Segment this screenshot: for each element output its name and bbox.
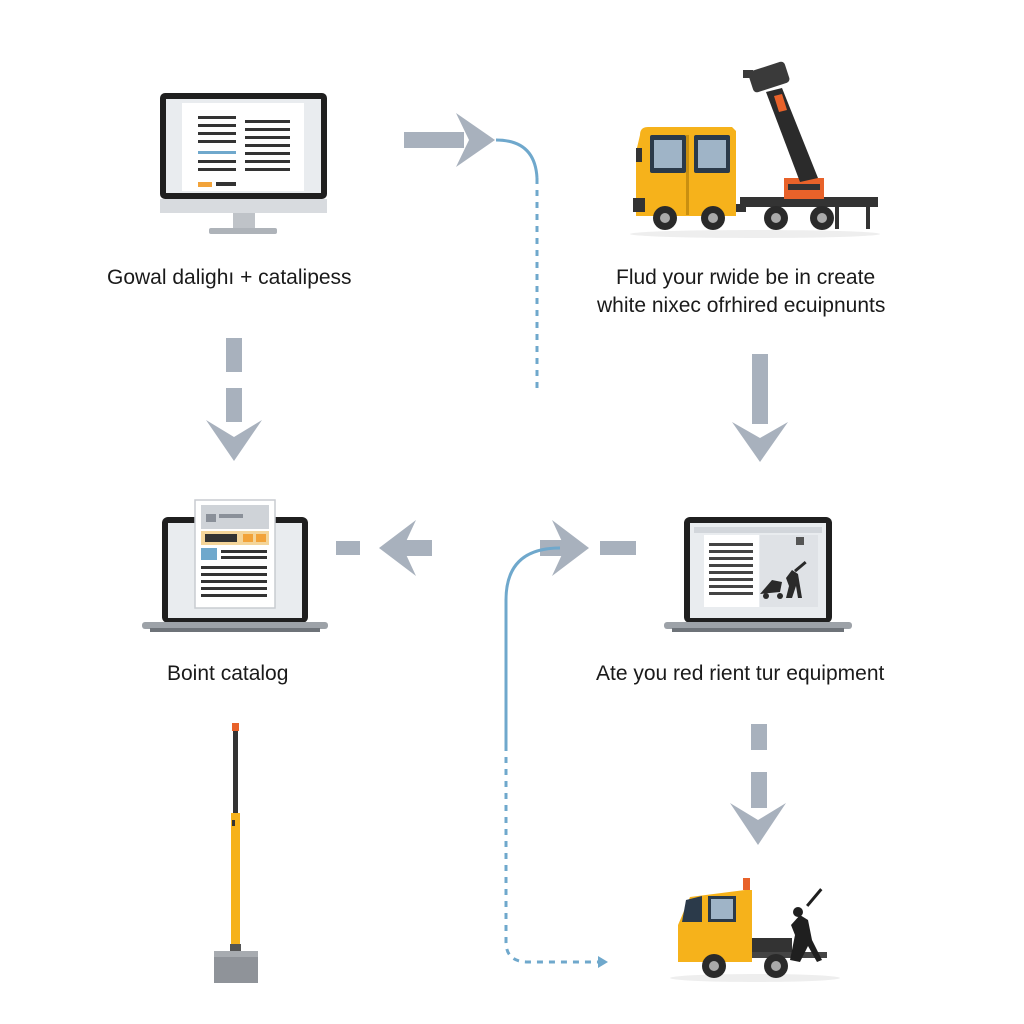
- desktop-monitor-icon: [160, 93, 327, 234]
- arrow-down-left: [206, 338, 262, 461]
- step-desktop-catalog-label: Gowal dalighı + catalipess: [107, 266, 352, 289]
- connector-bottom: [504, 546, 602, 964]
- crane-truck-icon: [630, 61, 880, 238]
- arrow-right-middle: [540, 520, 636, 576]
- step-laptop-catalog-label: Boint catalog: [167, 662, 289, 685]
- connector-arrowhead: [598, 956, 608, 968]
- laptop-document-icon: [142, 499, 328, 632]
- arrow-down-bottom: [730, 724, 786, 845]
- laptop-equipment-icon: [664, 517, 852, 632]
- equipment-pole-icon: [214, 723, 258, 983]
- arrow-right-top: [404, 113, 495, 167]
- step-truck-crane-label-line2: white nixec ofrhired ecuipnunts: [597, 294, 886, 317]
- arrow-left-middle: [336, 520, 432, 576]
- step-laptop-equipment-label: Ate you red rient tur equipment: [596, 662, 885, 685]
- step-truck-crane-label-line1: Flud your rwide be in create: [616, 266, 876, 289]
- arrow-down-right: [732, 354, 788, 462]
- small-truck-icon: [670, 878, 840, 982]
- connector-top: [495, 138, 539, 392]
